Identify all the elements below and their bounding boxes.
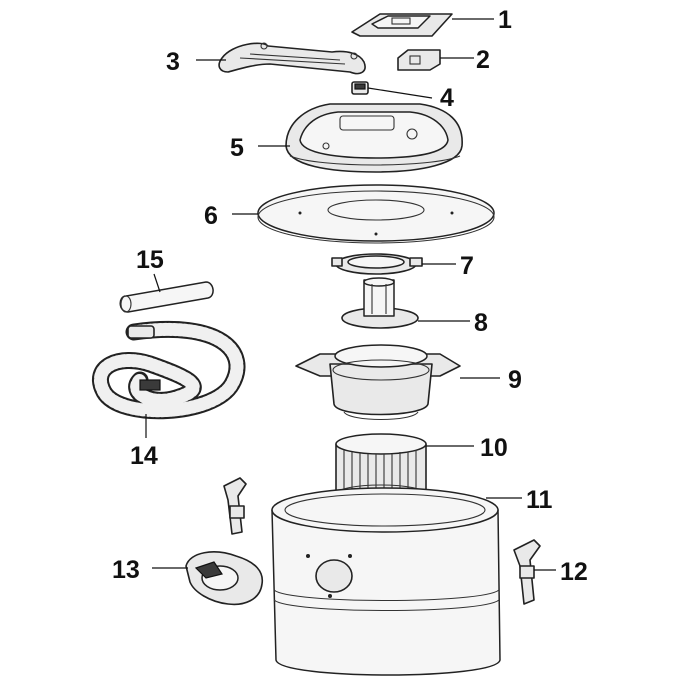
part-15-extension-tube	[119, 281, 214, 313]
callout-10: 10	[480, 434, 508, 462]
part-2-clip	[397, 49, 441, 71]
callout-5: 5	[230, 134, 244, 162]
part-1-latch-plate	[351, 13, 453, 37]
part-8-filter-cage	[341, 277, 419, 329]
part-4-switch	[351, 81, 369, 95]
part-6-gasket	[257, 184, 495, 244]
part-14-hose	[92, 320, 246, 420]
callout-9: 9	[508, 366, 522, 394]
part-3-carry-handle	[218, 42, 366, 75]
callout-7: 7	[460, 252, 474, 280]
callout-6: 6	[204, 202, 218, 230]
part-5-motor-head	[285, 103, 463, 173]
part-11-canister	[271, 487, 501, 676]
part-9-filter-housing	[295, 344, 461, 421]
part-13-caster	[185, 551, 264, 606]
leader-lines	[145, 18, 556, 571]
part-12-latch-right	[513, 539, 541, 605]
callout-4: 4	[440, 84, 454, 112]
callout-11: 11	[526, 486, 553, 514]
callout-13: 13	[112, 556, 140, 584]
callout-2: 2	[476, 46, 490, 74]
callout-numbers: 1 2 3 4 5 6 7 8 9 10 11 12 13 14 15	[112, 6, 588, 586]
callout-8: 8	[474, 309, 488, 337]
callout-15: 15	[136, 246, 164, 274]
part-7-filter-ring	[331, 253, 423, 275]
callout-12: 12	[560, 558, 588, 586]
callout-14: 14	[130, 442, 158, 470]
latch-left	[223, 477, 247, 535]
callout-3: 3	[166, 48, 180, 76]
part-10-pleated-filter	[335, 433, 427, 504]
callout-1: 1	[498, 6, 512, 34]
